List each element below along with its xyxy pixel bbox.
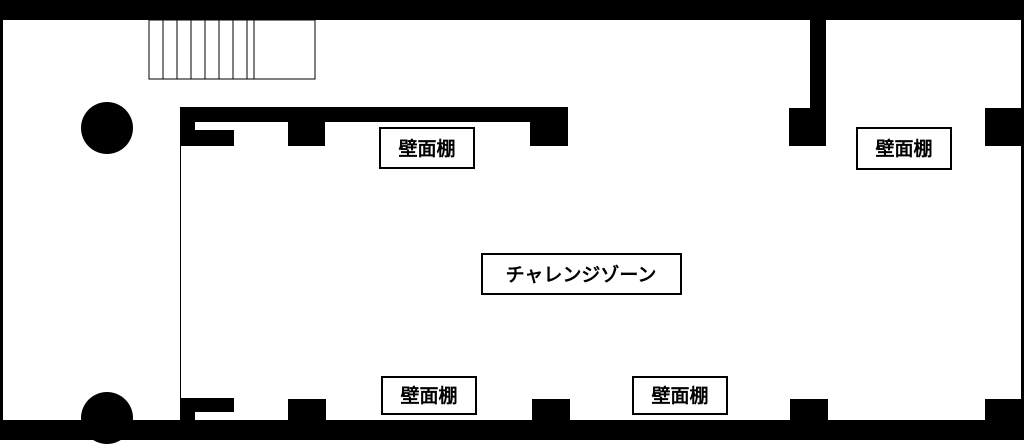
shelf-label-text: 壁面棚 (398, 137, 455, 160)
shelf-label-top-left: 壁面棚 (379, 127, 475, 169)
pillar (288, 399, 326, 420)
pillar (985, 108, 1024, 146)
round-column-icon (81, 102, 133, 154)
pillar (532, 399, 570, 420)
pillar (288, 107, 325, 146)
outer-wall-right (1021, 0, 1024, 440)
shelf-label-top-right: 壁面棚 (856, 127, 952, 170)
shelf-label-text: 壁面棚 (651, 384, 708, 407)
outer-wall-left (0, 0, 3, 440)
zone-label-text: チャレンジゾーン (506, 264, 657, 286)
shelf-label-bottom-left: 壁面棚 (381, 376, 477, 415)
round-column-icon (81, 392, 133, 444)
pillar (985, 399, 1024, 420)
shelf-label-bottom-right: 壁面棚 (632, 376, 728, 415)
inner-wall-top-left-stub (180, 130, 234, 146)
shelf-label-text: 壁面棚 (875, 137, 932, 160)
inner-wall-top (180, 107, 568, 122)
shelf-label-text: 壁面棚 (400, 384, 457, 407)
outer-wall-top (0, 0, 1024, 20)
stairs-icon (148, 19, 316, 80)
pillar (790, 399, 828, 420)
outer-wall-bottom (0, 420, 1024, 440)
inner-wall-bottom-left-stub (180, 398, 234, 412)
zone-label-center: チャレンジゾーン (481, 253, 682, 295)
pillar (530, 107, 568, 146)
pillar (789, 108, 826, 146)
